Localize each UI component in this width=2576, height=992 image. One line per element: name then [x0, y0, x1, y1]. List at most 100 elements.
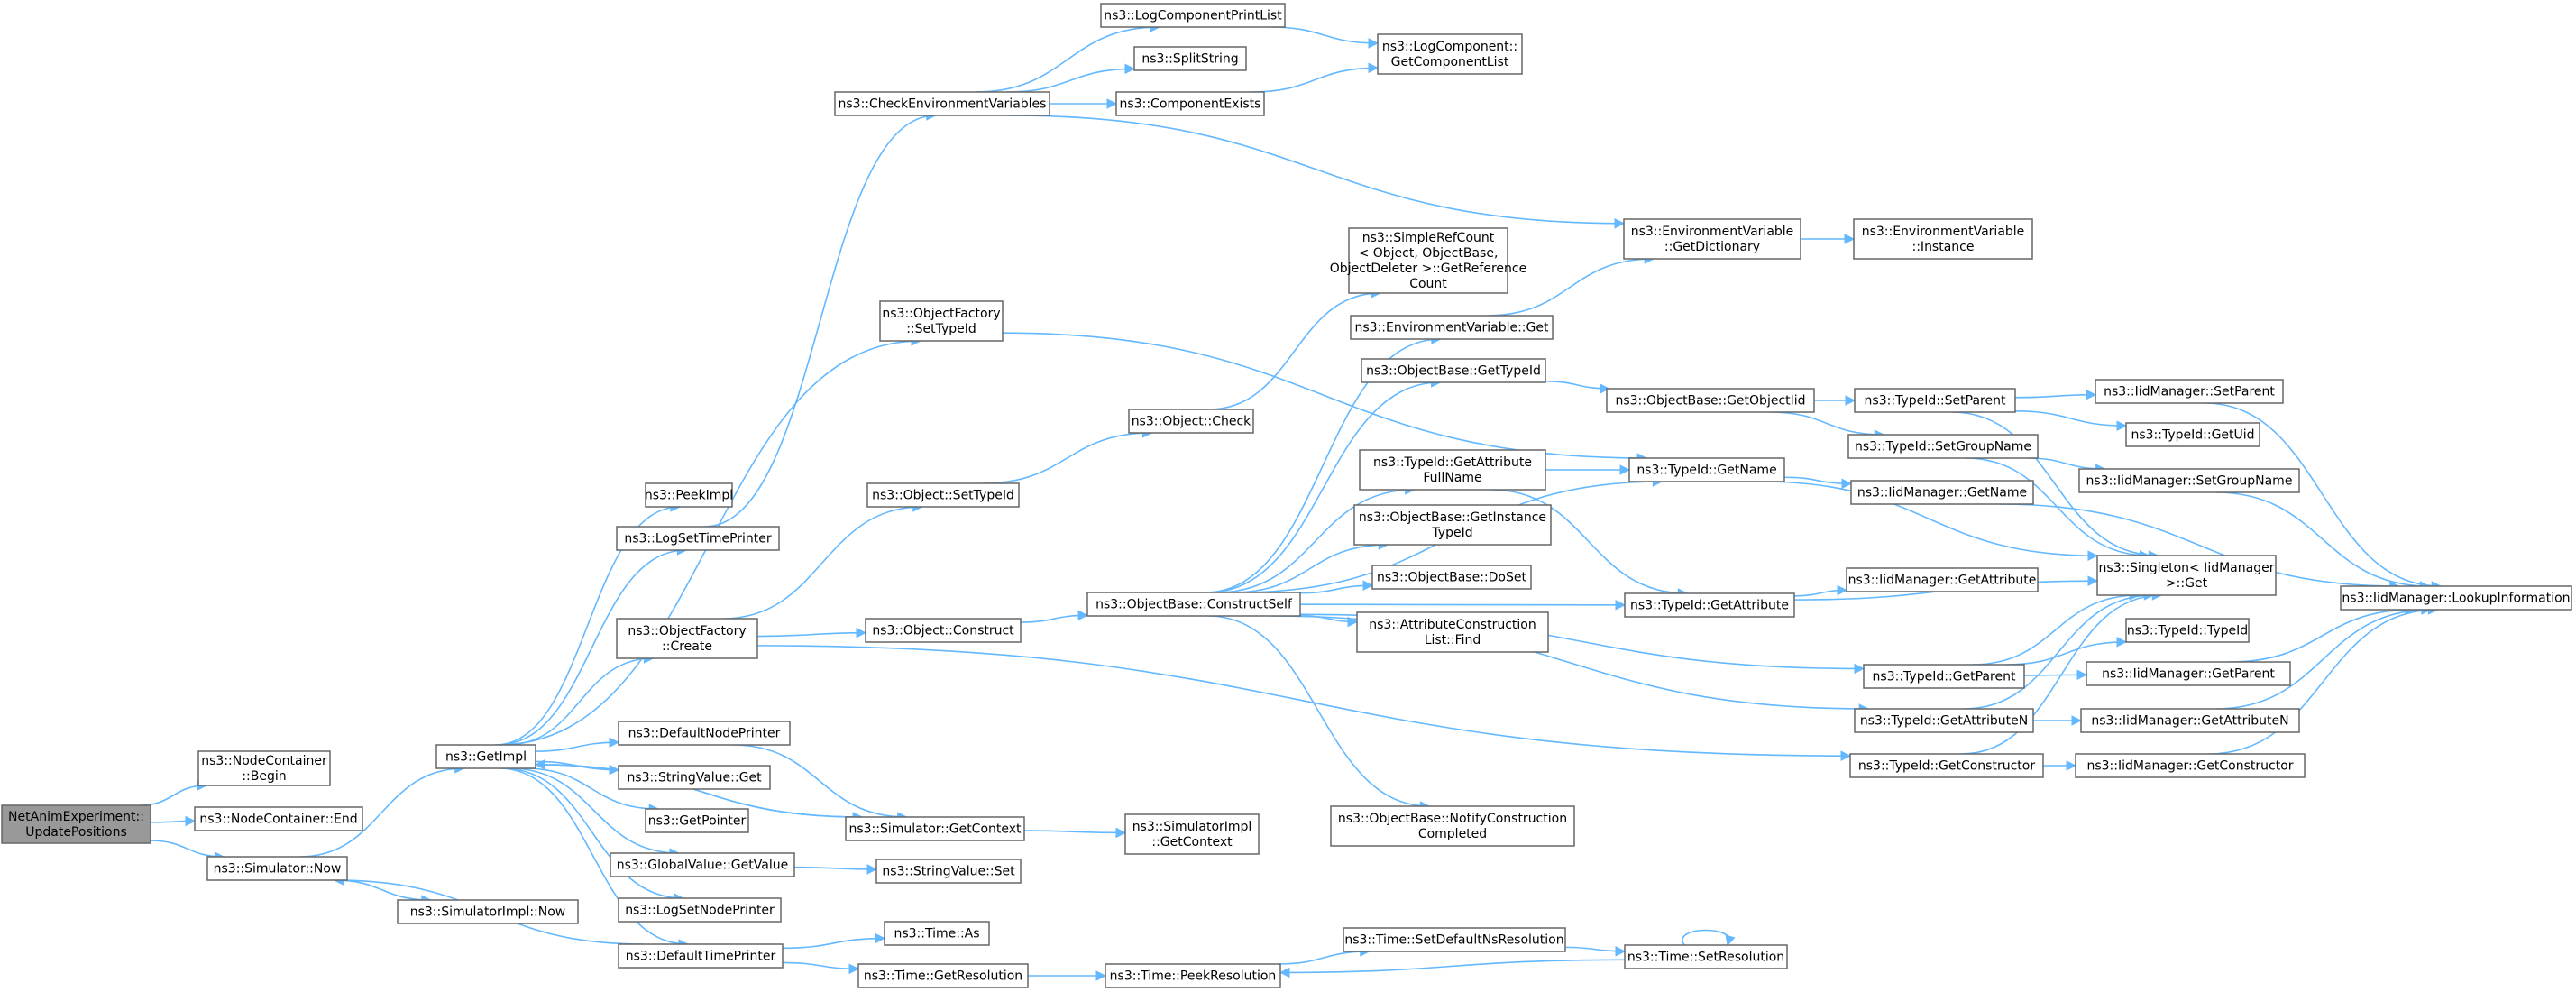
- node-iid_getparent[interactable]: ns3::IidManager::GetParent: [2086, 661, 2291, 686]
- node-tid_setgroupname[interactable]: ns3::TypeId::SetGroupName: [1847, 434, 2039, 459]
- node-box: [866, 482, 1020, 508]
- node-box: [2078, 468, 2300, 493]
- arrowhead: [1279, 967, 1290, 978]
- node-logsettime[interactable]: ns3::LogSetTimePrinter: [616, 526, 780, 551]
- arrowhead: [875, 932, 886, 944]
- node-tid_getparent[interactable]: ns3::TypeId::GetParent: [1863, 664, 2025, 689]
- node-label: ns3::IidManager::SetParent: [2104, 384, 2275, 399]
- node-tid_getname[interactable]: ns3::TypeId::GetName: [1628, 457, 1785, 482]
- node-label: ns3::StringValue::Get: [627, 770, 762, 785]
- arrowhead: [1600, 383, 1610, 394]
- node-time_peekres[interactable]: ns3::Time::PeekResolution: [1105, 963, 1281, 988]
- node-box: [610, 852, 795, 877]
- arrowhead: [1845, 395, 1856, 406]
- node-root[interactable]: NetAnimExperiment::UpdatePositions: [1, 804, 151, 844]
- node-nc_end[interactable]: ns3::NodeContainer::End: [194, 806, 363, 831]
- node-logcompprint[interactable]: ns3::LogComponentPrintList: [1100, 3, 1286, 28]
- node-box: [2125, 618, 2250, 643]
- node-strval_set[interactable]: ns3::StringValue::Set: [875, 859, 1022, 884]
- node-peekimpl[interactable]: ns3::PeekImpl: [645, 482, 733, 508]
- node-box: [1628, 457, 1785, 482]
- node-compexists[interactable]: ns3::ComponentExists: [1115, 91, 1265, 116]
- node-sim_getcontext[interactable]: ns3::Simulator::GetContext: [845, 816, 1025, 841]
- node-tid_getattributen[interactable]: ns3::TypeId::GetAttributeN: [1854, 708, 2034, 733]
- node-getimpl[interactable]: ns3::GetImpl: [435, 744, 536, 769]
- node-envvar_instance[interactable]: ns3::EnvironmentVariable::Instance: [1853, 218, 2033, 260]
- node-gv_getvalue[interactable]: ns3::GlobalValue::GetValue: [610, 852, 795, 877]
- node-obj_check[interactable]: ns3::Object::Check: [1128, 409, 1254, 434]
- node-ob_constructself[interactable]: ns3::ObjectBase::ConstructSelf: [1086, 592, 1301, 617]
- node-tid_setparent[interactable]: ns3::TypeId::SetParent: [1854, 388, 2016, 413]
- node-nc_begin[interactable]: ns3::NodeContainer::Begin: [197, 750, 331, 786]
- node-simimpl_getcontext[interactable]: ns3::SimulatorImpl::GetContext: [1124, 813, 1260, 855]
- call-edge-deftimeprinter-to-time_getres: [782, 961, 860, 975]
- node-logsetnode[interactable]: ns3::LogSetNodePrinter: [618, 897, 782, 923]
- node-label: ns3::ObjectFactory: [628, 624, 746, 638]
- node-label: ns3::ObjectBase::GetTypeId: [1366, 363, 1541, 378]
- node-iid_lookup[interactable]: ns3::IidManager::LookupInformation: [2340, 585, 2572, 611]
- node-objfac_create[interactable]: ns3::ObjectFactory::Create: [616, 618, 758, 659]
- node-singleton_get[interactable]: ns3::Singleton< IidManager >::Get: [2096, 555, 2277, 596]
- node-box: [618, 943, 784, 969]
- node-deftimeprinter[interactable]: ns3::DefaultTimePrinter: [618, 943, 784, 969]
- node-iid_setgroupname[interactable]: ns3::IidManager::SetGroupName: [2078, 468, 2300, 493]
- node-tid_getattribute[interactable]: ns3::TypeId::GetAttribute: [1624, 592, 1795, 618]
- call-edge-root-to-nc_end: [150, 815, 197, 827]
- node-box: [845, 816, 1025, 841]
- node-simimpl_now[interactable]: ns3::SimulatorImpl::Now: [397, 899, 579, 924]
- node-ob_notify[interactable]: ns3::ObjectBase::NotifyConstructionCompl…: [1330, 805, 1575, 847]
- node-obj_construct[interactable]: ns3::Object::Construct: [865, 618, 1022, 643]
- arrowhead: [2116, 420, 2128, 431]
- node-ob_gettypeid[interactable]: ns3::ObjectBase::GetTypeId: [1361, 358, 1546, 383]
- call-edge-time_getres-to-time_peekres: [1027, 970, 1107, 981]
- node-iid_getattributen[interactable]: ns3::IidManager::GetAttributeN: [2080, 708, 2300, 733]
- node-envvar_getdict[interactable]: ns3::EnvironmentVariable::GetDictionary: [1623, 218, 1801, 260]
- node-ob_getobjtid[interactable]: ns3::ObjectBase::GetObjectIid: [1606, 388, 1815, 413]
- node-iid_getconstructor[interactable]: ns3::IidManager::GetConstructor: [2075, 753, 2306, 778]
- node-objfac_settypeid[interactable]: ns3::ObjectFactory::SetTypeId: [879, 300, 1004, 342]
- node-simplerefcount[interactable]: ns3::SimpleRefCount< Object, ObjectBase,…: [1330, 227, 1526, 294]
- node-box: [865, 618, 1022, 643]
- call-edge-tid_getattribute-to-iid_getattribute: [1793, 584, 1848, 597]
- node-time_getres[interactable]: ns3::Time::GetResolution: [857, 963, 1029, 988]
- arrowhead: [2086, 389, 2097, 400]
- node-sim_now[interactable]: ns3::Simulator::Now: [206, 856, 348, 881]
- node-tid_getconstructor[interactable]: ns3::TypeId::GetConstructor: [1849, 753, 2044, 778]
- node-tid_typeid[interactable]: ns3::TypeId::TypeId: [2125, 618, 2250, 643]
- node-getpointer[interactable]: ns3::GetPointer: [645, 808, 749, 833]
- node-label: ns3::LogComponent::: [1382, 40, 1517, 54]
- node-checkenv[interactable]: ns3::CheckEnvironmentVariables: [834, 91, 1050, 116]
- node-iid_getname[interactable]: ns3::IidManager::GetName: [1850, 480, 2034, 505]
- node-logcomp_getlist[interactable]: ns3::LogComponent::GetComponentList: [1377, 33, 1523, 75]
- call-edge-objfac_settypeid-to-tid_getname: [1002, 332, 1648, 464]
- node-time_setdefns[interactable]: ns3::Time::SetDefaultNsResolution: [1343, 927, 1566, 952]
- node-ob_doset[interactable]: ns3::ObjectBase::DoSet: [1371, 565, 1532, 590]
- node-iid_setparent[interactable]: ns3::IidManager::SetParent: [2095, 379, 2284, 404]
- node-box: [1, 804, 151, 844]
- node-tid_getuid[interactable]: ns3::TypeId::GetUid: [2125, 422, 2260, 447]
- node-box: [1863, 664, 2025, 689]
- node-defnodeprinter[interactable]: ns3::DefaultNodePrinter: [618, 721, 791, 746]
- node-label: Completed: [1418, 827, 1487, 841]
- node-label: >::Get: [2166, 576, 2208, 591]
- node-envvar_get[interactable]: ns3::EnvironmentVariable::Get: [1350, 315, 1554, 340]
- call-edge-tid_getname-to-iid_getname: [1783, 476, 1853, 490]
- node-label: ns3::SimpleRefCount: [1362, 231, 1495, 245]
- node-box: [884, 921, 990, 946]
- node-iid_getattribute[interactable]: ns3::IidManager::GetAttribute: [1846, 567, 2039, 592]
- call-edge-ob_constructself-to-ob_doset: [1299, 580, 1374, 594]
- node-obj_settypeid[interactable]: ns3::Object::SetTypeId: [866, 482, 1020, 508]
- node-label: ns3::Object::Construct: [872, 623, 1014, 638]
- node-strval_get[interactable]: ns3::StringValue::Get: [618, 765, 771, 790]
- node-time_as[interactable]: ns3::Time::As: [884, 921, 990, 946]
- node-label: ns3::SplitString: [1141, 51, 1238, 66]
- node-time_setres[interactable]: ns3::Time::SetResolution: [1624, 944, 1788, 969]
- call-edge-sim_getcontext-to-simimpl_getcontext: [1023, 827, 1127, 839]
- node-label: ns3::DefaultTimePrinter: [626, 949, 776, 963]
- call-edge-ob_constructself-to-tid_getattribute: [1299, 600, 1627, 611]
- node-label: ns3::EnvironmentVariable: [1631, 225, 1794, 239]
- node-splitstring[interactable]: ns3::SplitString: [1133, 46, 1247, 71]
